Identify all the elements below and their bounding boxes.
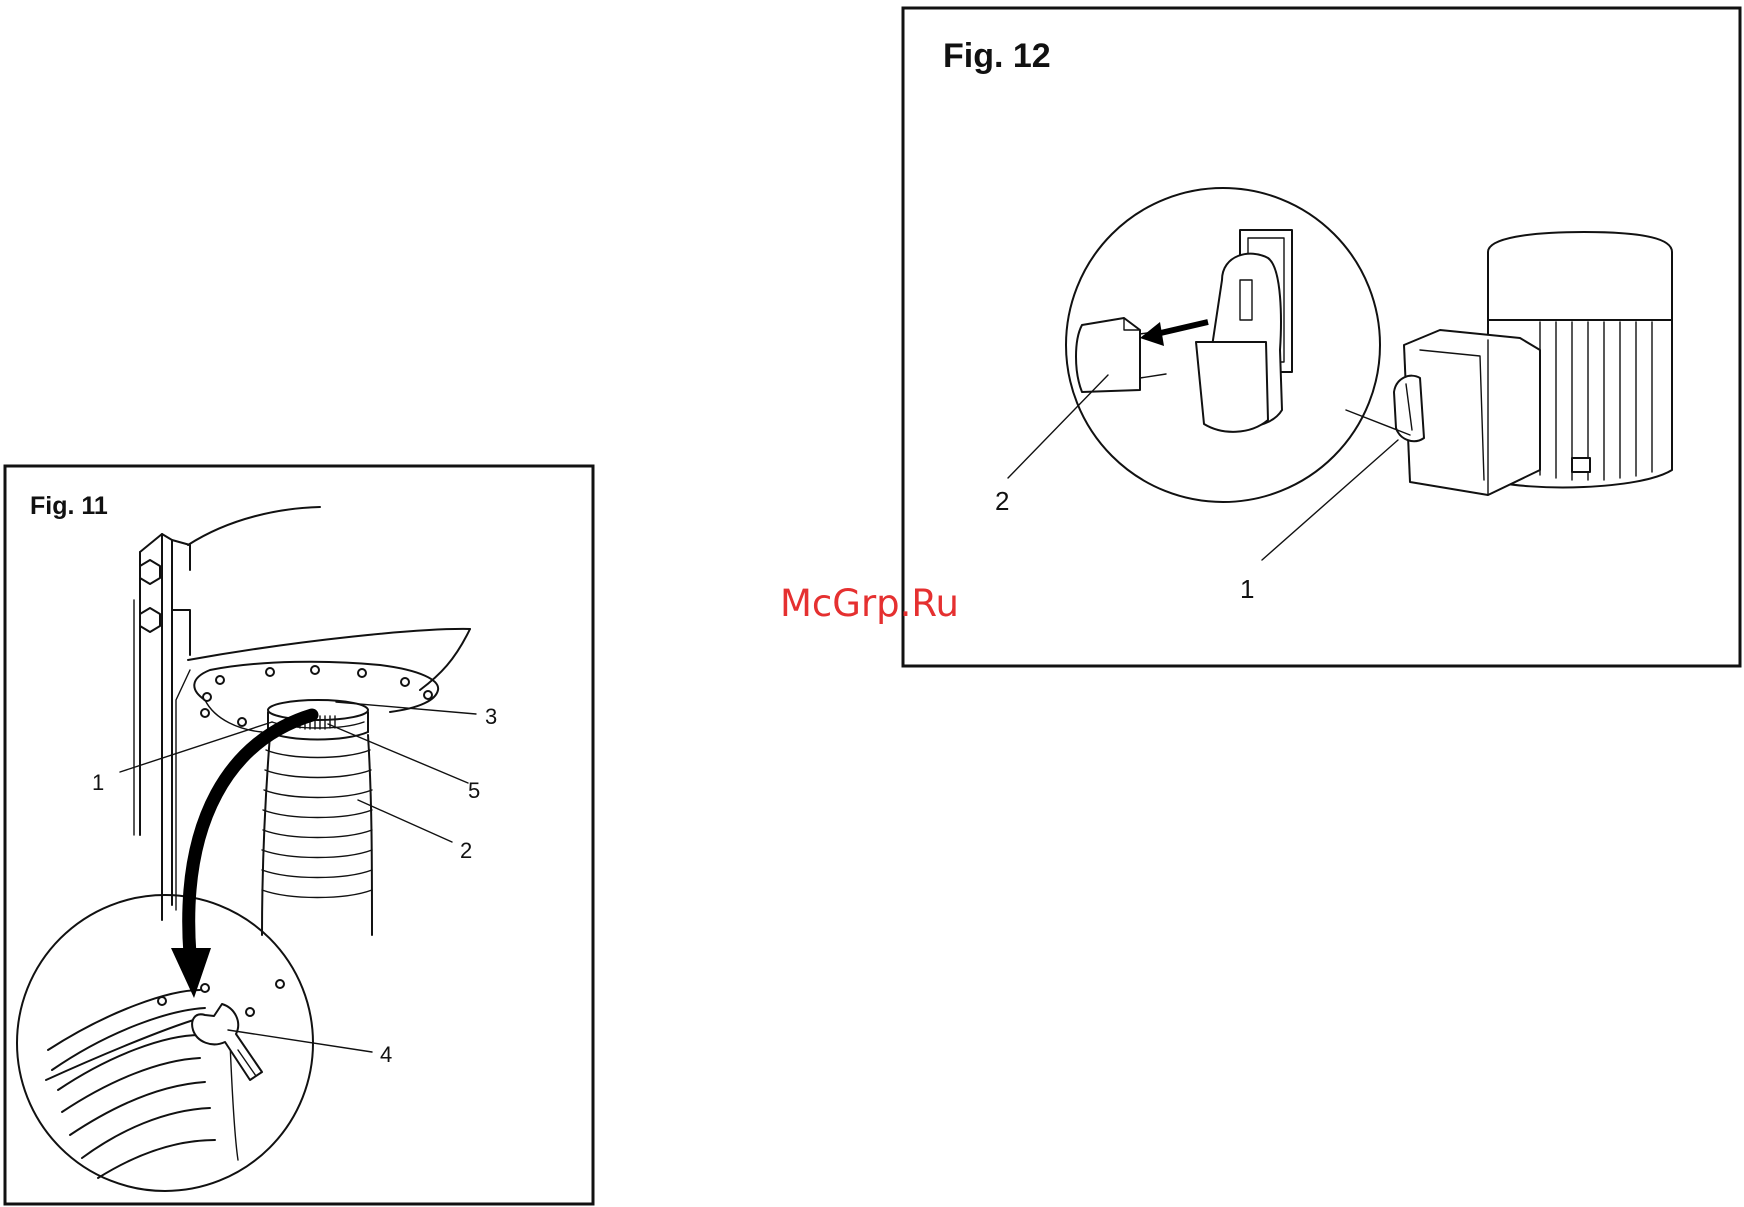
figure-12-title: Fig. 12 [943, 37, 1051, 75]
hex-bolt-icon [140, 560, 160, 584]
callout-number: 2 [460, 838, 472, 863]
callout-number: 3 [485, 704, 497, 729]
callout-number: 1 [92, 770, 104, 795]
drum-top-edge [188, 507, 320, 545]
watermark-text: McGrp.Ru [780, 582, 959, 625]
figure-11: Fig. 11 [5, 466, 593, 1204]
flange-plate [194, 662, 438, 732]
detail-magnifier [1066, 188, 1410, 502]
callout-number: 5 [468, 778, 480, 803]
callout-number: 2 [995, 486, 1009, 516]
switch-box [1394, 330, 1540, 495]
corrugated-hose [262, 735, 372, 935]
callout-number: 4 [380, 1042, 392, 1067]
callout-number: 1 [1240, 574, 1254, 604]
figure-11-title: Fig. 11 [30, 492, 108, 520]
drum-bottom-edge [188, 629, 470, 660]
frame-post [134, 534, 190, 920]
hex-bolt-icon [140, 608, 160, 632]
drum-side-edge [420, 629, 470, 690]
figure-12: Fig. 12 [903, 8, 1740, 666]
detail-magnifier [17, 895, 313, 1191]
safety-key-icon [1076, 318, 1140, 392]
